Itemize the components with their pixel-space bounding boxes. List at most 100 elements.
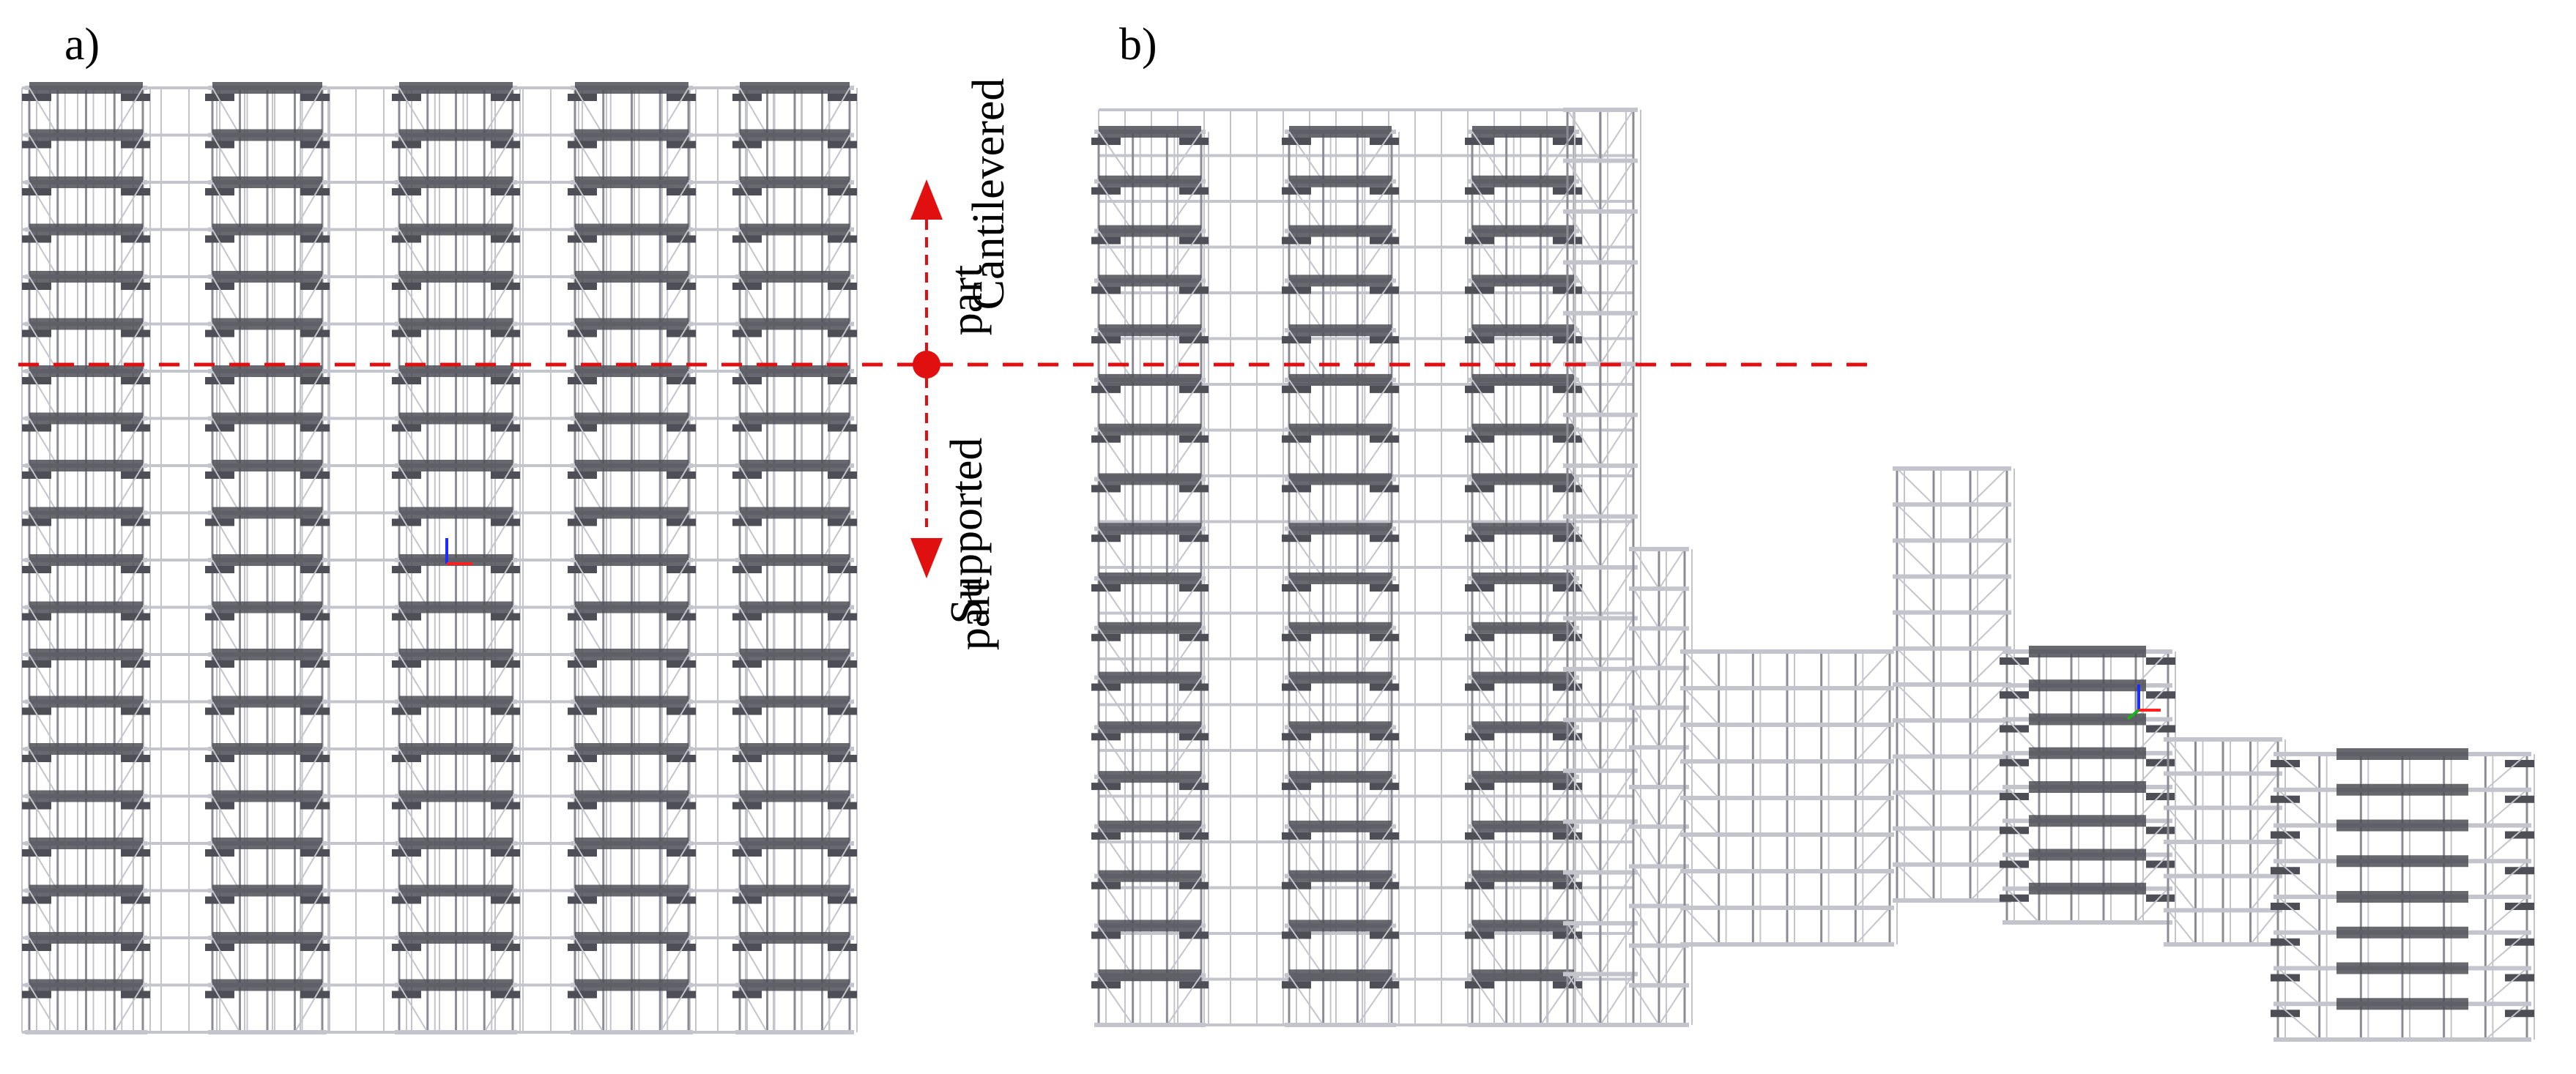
deck-bracket	[121, 235, 150, 243]
brace	[1540, 280, 1575, 331]
brace	[1098, 379, 1134, 430]
brace	[1633, 707, 1660, 748]
deck-bracket	[828, 94, 857, 101]
brace	[1288, 429, 1324, 480]
brace	[2277, 788, 2320, 827]
brace	[821, 654, 850, 703]
deck-bracket	[22, 424, 51, 432]
brace	[2484, 824, 2528, 862]
brace	[1633, 747, 1660, 788]
deck	[1099, 175, 1201, 187]
brace	[2167, 876, 2197, 911]
brace	[1658, 548, 1685, 589]
brace	[1166, 131, 1202, 182]
brace	[1098, 726, 1134, 777]
deck-bracket	[2271, 795, 2300, 803]
deck	[1099, 473, 1201, 485]
brace	[114, 606, 144, 655]
deck	[575, 601, 688, 614]
brace	[1684, 724, 1720, 762]
brace	[1896, 540, 1934, 578]
deck	[1472, 671, 1575, 684]
deck	[399, 271, 513, 283]
brace	[212, 748, 241, 797]
brace	[1600, 211, 1634, 263]
brace	[29, 748, 59, 797]
brace	[1288, 776, 1324, 827]
brace	[1633, 865, 1660, 907]
deck-bracket	[568, 896, 597, 904]
scaffold-tower	[22, 82, 151, 1034]
brace	[1356, 230, 1392, 281]
deck	[399, 932, 513, 944]
deck-bracket	[205, 944, 234, 951]
brace	[659, 559, 689, 608]
brace	[2167, 739, 2197, 775]
brace	[29, 512, 59, 561]
deck-bracket	[2000, 657, 2029, 665]
brace	[1288, 726, 1324, 777]
brace	[1166, 925, 1202, 976]
brace	[1471, 478, 1507, 529]
brace	[659, 276, 689, 325]
deck-bracket	[300, 849, 330, 857]
deck-bracket	[205, 991, 234, 999]
deck-bracket	[300, 141, 330, 149]
deck-bracket	[491, 471, 520, 479]
brace	[114, 323, 144, 372]
deck	[2029, 849, 2146, 861]
brace	[1855, 724, 1890, 762]
brace	[294, 748, 323, 797]
deck	[740, 743, 850, 755]
deck-bracket	[22, 94, 51, 101]
brace	[114, 370, 144, 419]
deck-bracket	[300, 707, 330, 715]
brace	[1356, 925, 1392, 976]
deck-bracket	[667, 141, 696, 149]
deck	[740, 790, 850, 802]
brace	[1600, 363, 1634, 416]
brace	[294, 843, 323, 892]
deck	[2029, 713, 2146, 726]
deck	[212, 82, 322, 94]
brace	[212, 559, 241, 608]
brace	[483, 654, 513, 703]
deck-bracket	[732, 944, 762, 951]
deck	[1289, 721, 1392, 734]
brace	[739, 276, 768, 325]
deck-bracket	[491, 518, 520, 526]
brace	[2249, 841, 2279, 877]
deck	[399, 460, 513, 471]
deck	[1099, 771, 1201, 783]
brace	[2484, 860, 2528, 898]
deck	[575, 507, 688, 519]
brace	[398, 795, 428, 844]
brace	[821, 182, 850, 231]
deck	[575, 176, 688, 188]
deck-bracket	[2505, 903, 2534, 910]
deck	[212, 507, 322, 519]
deck-bracket	[205, 235, 234, 243]
deck-bracket	[392, 329, 421, 338]
deck-bracket	[300, 518, 330, 526]
brace	[1855, 834, 1890, 872]
brace	[212, 890, 241, 939]
deck-bracket	[392, 802, 421, 810]
deck-bracket	[568, 424, 597, 432]
deck-bracket	[2000, 860, 2029, 868]
brace	[1600, 109, 1634, 161]
brace	[1567, 719, 1601, 772]
brace	[1540, 974, 1575, 1026]
deck-bracket	[121, 424, 150, 432]
brace	[29, 795, 59, 844]
deck-bracket	[568, 188, 597, 195]
brace	[1567, 160, 1601, 212]
deck-bracket	[568, 660, 597, 668]
deck	[399, 696, 513, 708]
brace	[1658, 588, 1685, 629]
brace	[1633, 667, 1660, 709]
deck-bracket	[2271, 903, 2300, 910]
deck-bracket	[491, 660, 520, 668]
deck-bracket	[667, 944, 696, 951]
brace	[659, 228, 689, 277]
